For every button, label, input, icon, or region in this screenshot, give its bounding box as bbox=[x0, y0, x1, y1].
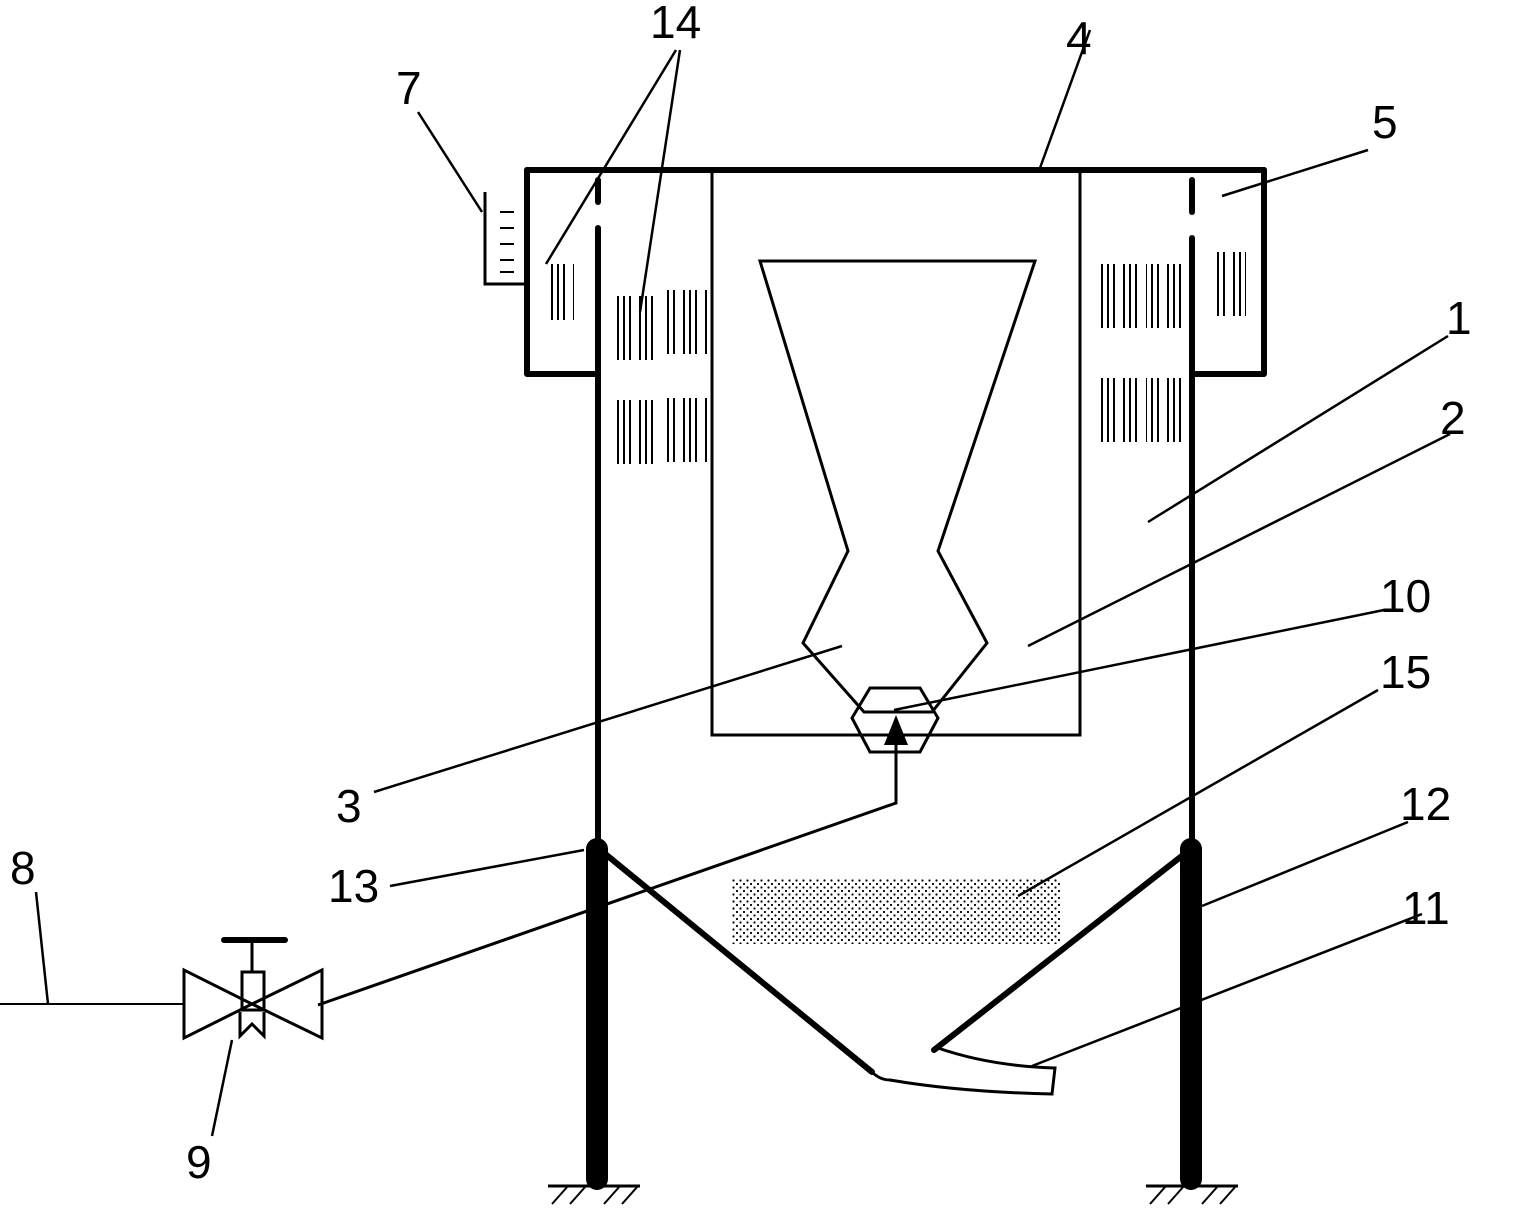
gas-feed-pipe bbox=[317, 745, 898, 1007]
conical-bottom-left bbox=[595, 845, 875, 1075]
support-leg-left bbox=[586, 838, 608, 1190]
label-2: 2 bbox=[1440, 392, 1466, 444]
control-valve bbox=[182, 937, 324, 1041]
discharge-outlet bbox=[870, 1046, 1057, 1096]
overflow-trough-left bbox=[524, 167, 601, 377]
label-4: 4 bbox=[1066, 12, 1092, 64]
label-12: 12 bbox=[1400, 778, 1451, 830]
conical-bottom-right bbox=[931, 845, 1195, 1053]
nozzle-arrow bbox=[884, 715, 908, 745]
packing-modules bbox=[548, 252, 1246, 464]
inner-draft-tube bbox=[710, 172, 1082, 737]
label-5: 5 bbox=[1372, 96, 1398, 148]
label-3: 3 bbox=[336, 780, 362, 832]
label-13: 13 bbox=[328, 860, 379, 912]
label-14: 14 bbox=[650, 0, 701, 48]
label-1: 1 bbox=[1446, 292, 1472, 344]
label-7: 7 bbox=[396, 62, 422, 114]
label-8: 8 bbox=[10, 842, 36, 894]
label-9: 9 bbox=[186, 1136, 212, 1188]
label-11: 11 bbox=[1402, 882, 1450, 934]
ground-mark-right bbox=[1146, 1184, 1238, 1205]
label-15: 15 bbox=[1380, 646, 1431, 698]
reaction-funnel bbox=[757, 259, 1038, 714]
leader-lines bbox=[34, 29, 1451, 1137]
support-leg-right bbox=[1180, 838, 1202, 1190]
gas-nozzle bbox=[850, 686, 940, 754]
level-gauge bbox=[483, 192, 527, 286]
settling-zone bbox=[732, 878, 1060, 944]
overflow-trough-right bbox=[1189, 167, 1267, 377]
label-10: 10 bbox=[1380, 570, 1431, 622]
ground-mark-left bbox=[548, 1184, 640, 1205]
